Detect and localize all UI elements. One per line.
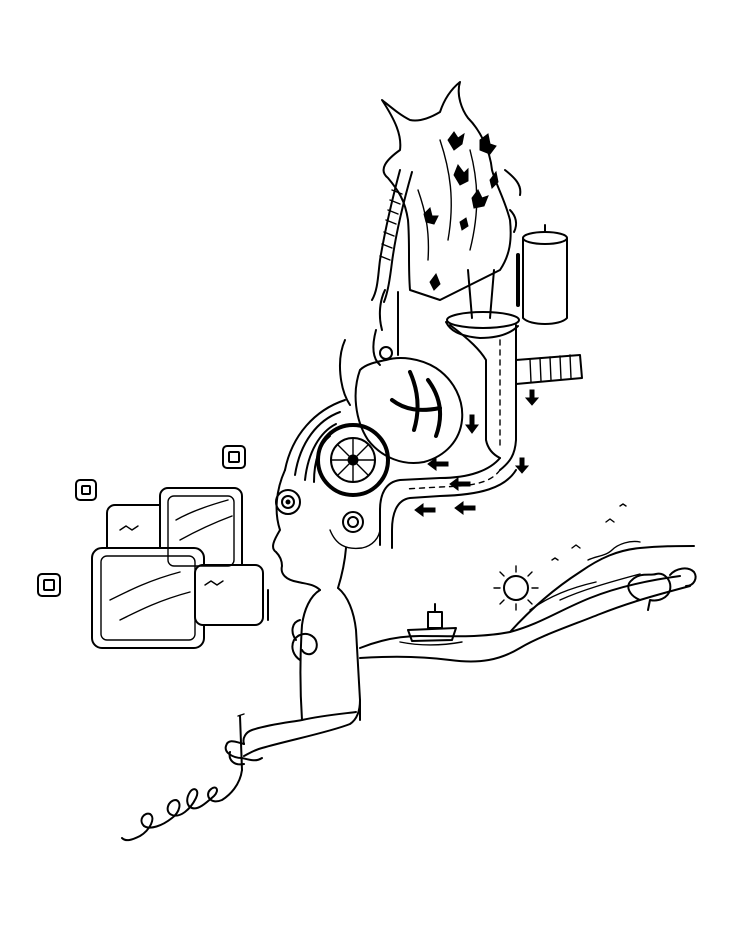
flow-arrows: [414, 389, 540, 517]
funnel-tube: [445, 269, 583, 471]
torso-and-arm: [224, 587, 361, 771]
wheel-gear: [316, 423, 390, 497]
floating-squares: [37, 445, 246, 597]
heart-organ: [339, 289, 464, 464]
handwriting-trail: [121, 769, 243, 842]
landscape-arm: [359, 503, 697, 721]
window-panels: [91, 487, 269, 649]
pot-cylinder: [516, 224, 568, 325]
falling-figures-mass: [371, 81, 522, 303]
head-contour-lines: [284, 399, 346, 483]
head-profile: [272, 469, 381, 591]
pipes-into-head: [379, 457, 517, 549]
